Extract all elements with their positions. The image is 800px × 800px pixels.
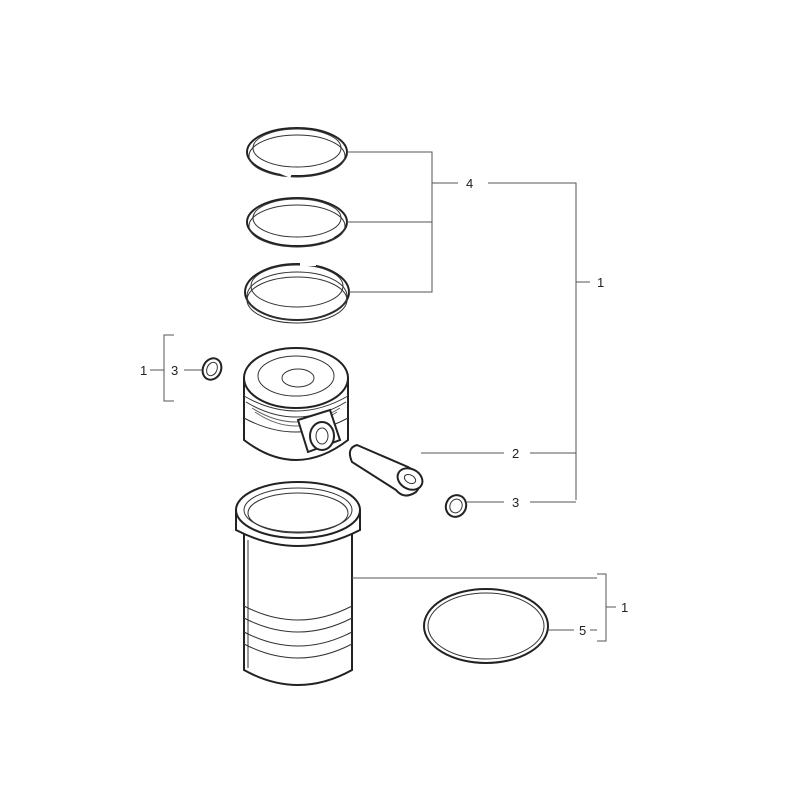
callout-liner-seal: 5 — [579, 623, 586, 638]
callout-circlip-right: 3 — [512, 495, 519, 510]
liner-seal-ring[interactable] — [423, 588, 549, 664]
callout-kit-main: 1 — [597, 275, 604, 290]
callout-circlip-left: 3 — [171, 363, 178, 378]
leader-lines — [150, 151, 616, 642]
callout-kit-left: 1 — [140, 363, 147, 378]
piston-pin[interactable] — [348, 443, 426, 497]
piston-ring-top[interactable] — [246, 127, 348, 178]
callout-kit-liner: 1 — [621, 600, 628, 615]
callout-pin: 2 — [512, 446, 519, 461]
piston-ring-oil[interactable] — [244, 262, 350, 324]
cylinder-liner[interactable] — [235, 481, 361, 686]
piston-ring-middle[interactable] — [246, 197, 348, 248]
piston[interactable] — [243, 347, 349, 461]
circlip-right[interactable] — [442, 492, 469, 520]
piston-rings-group — [244, 127, 350, 324]
callout-rings: 4 — [466, 176, 473, 191]
circlip-left[interactable] — [199, 355, 225, 383]
